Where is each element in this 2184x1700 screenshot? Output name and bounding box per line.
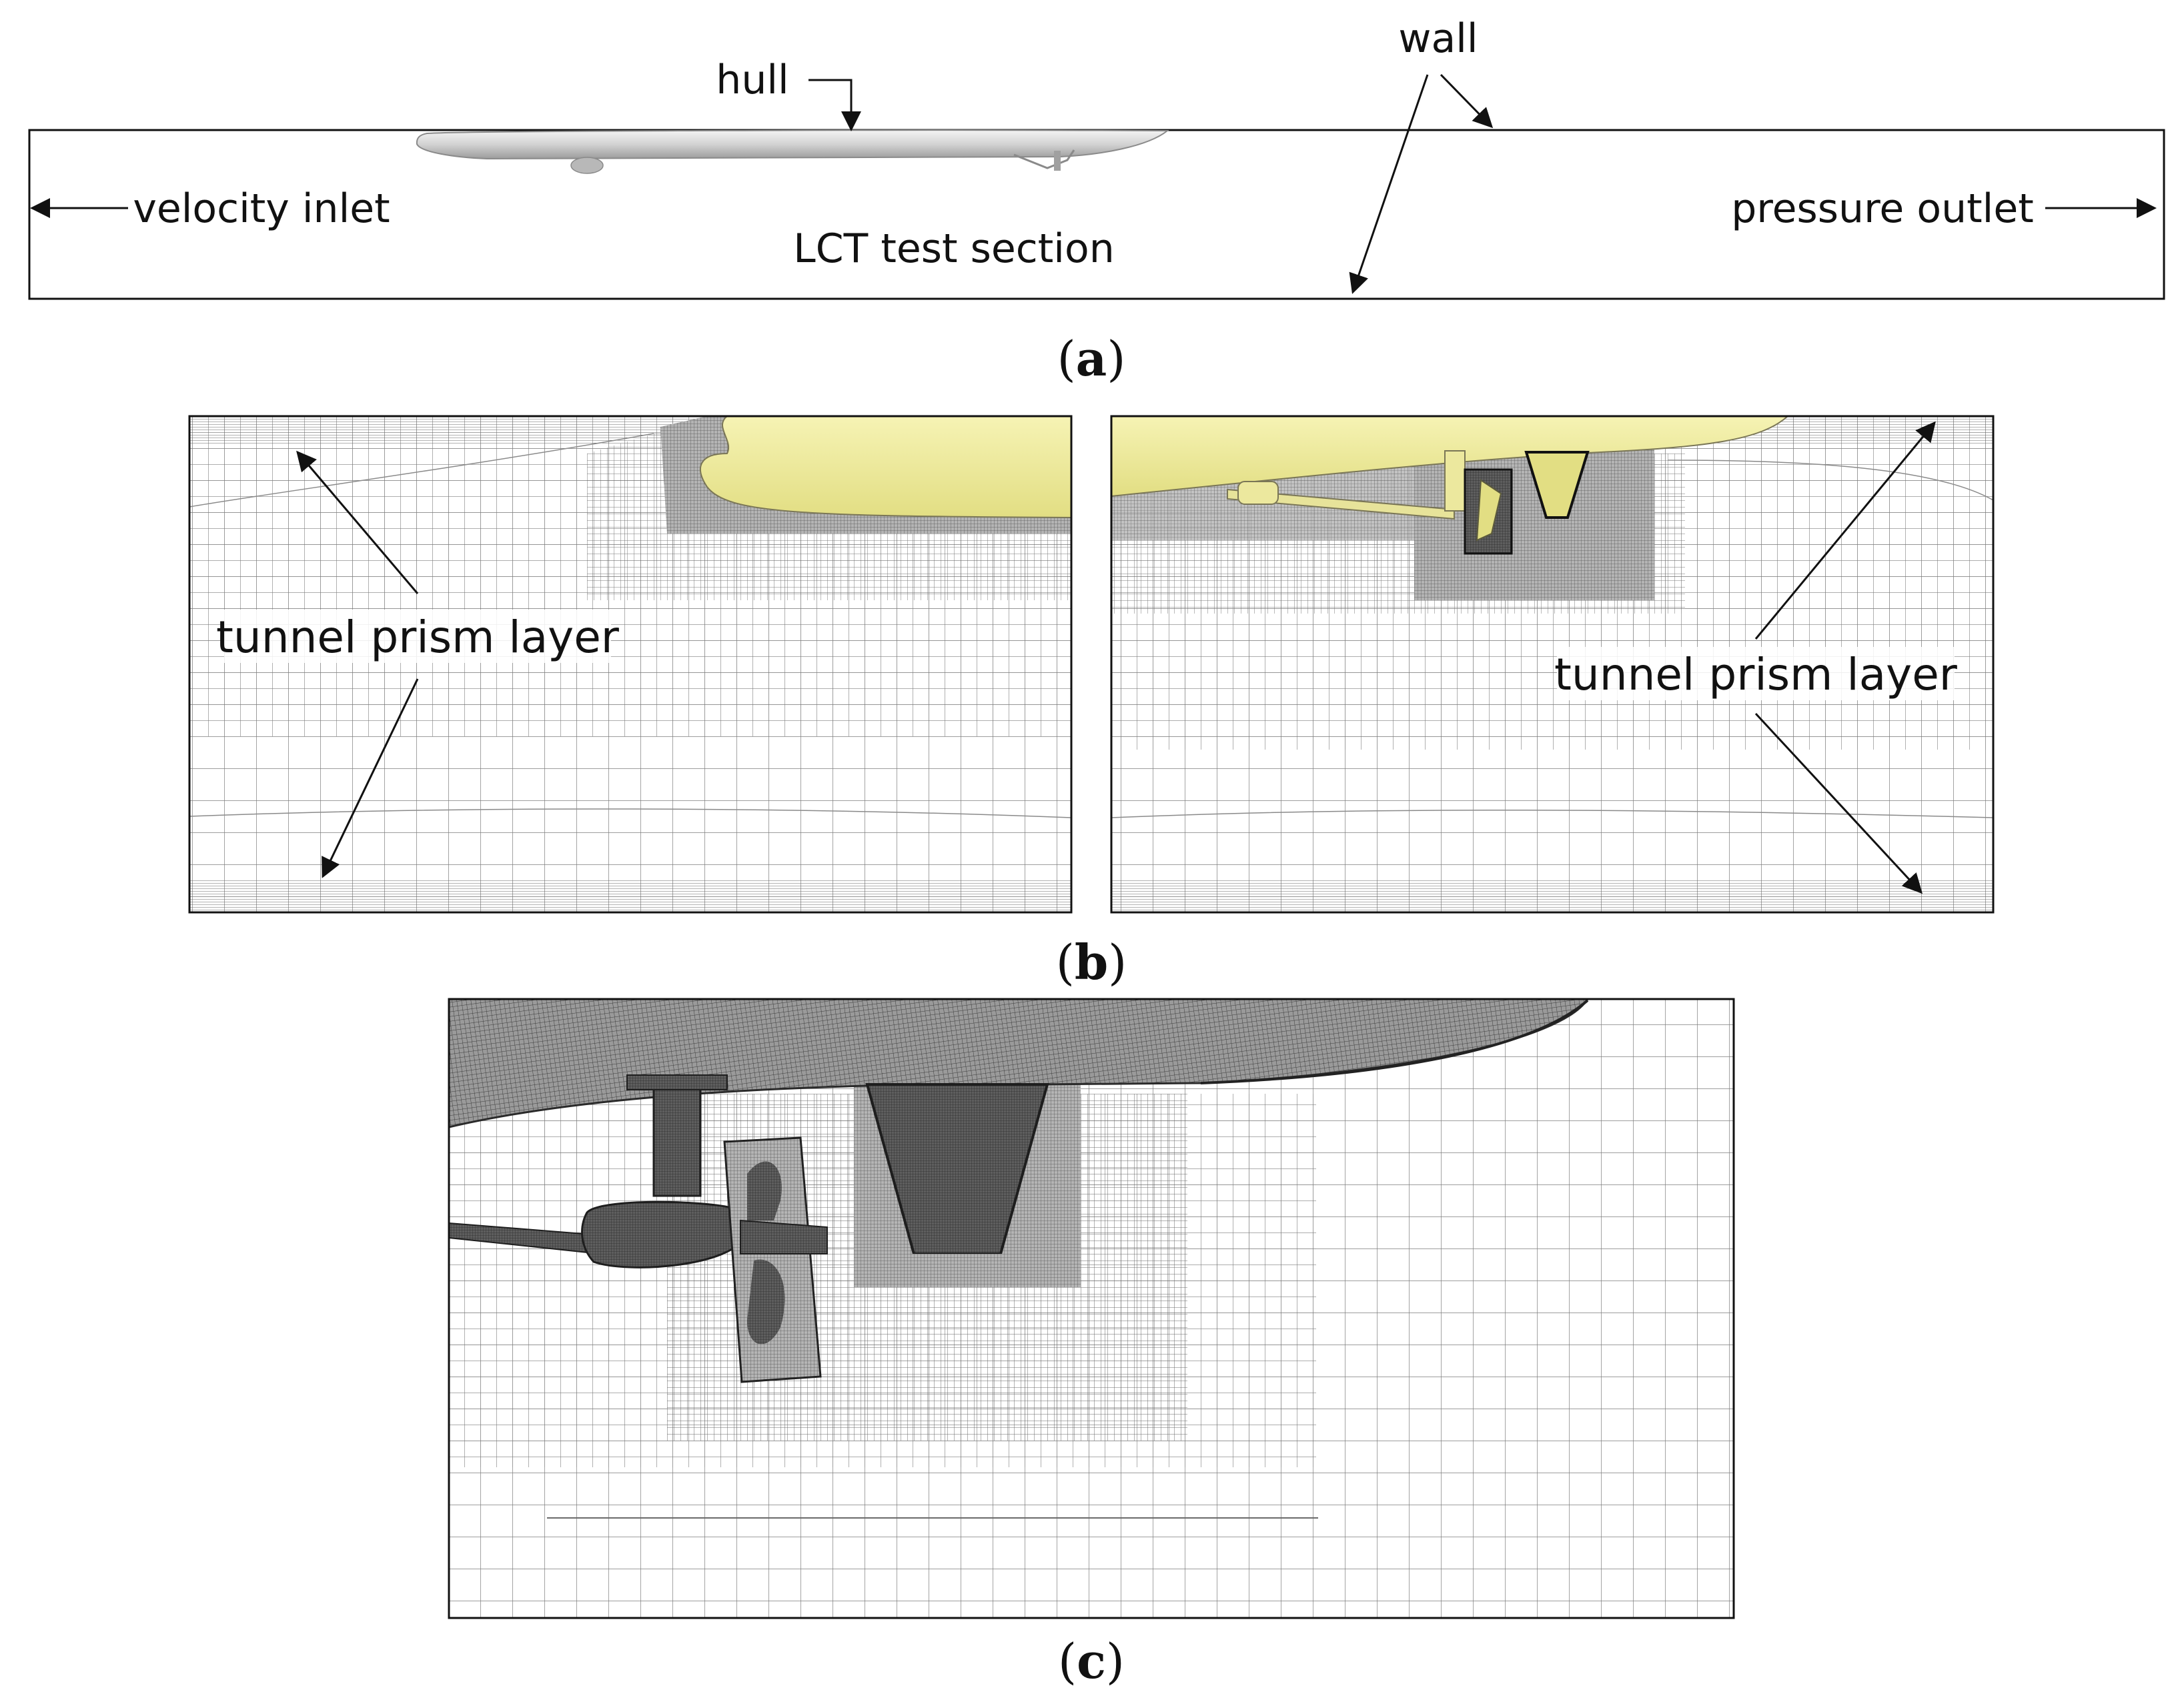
- panel-b-left: tunnel prism layer: [188, 415, 1073, 914]
- prism-arrow-up-right: [1754, 421, 1936, 640]
- prism-arrow-down-left: [322, 678, 419, 878]
- caption-b: (b): [1056, 934, 1127, 990]
- tunnel-domain-box: [28, 129, 2165, 300]
- rudder-shape: [1524, 451, 1590, 519]
- wall-label: wall: [1398, 15, 1478, 62]
- wall-arrow-bottom: [1349, 74, 1429, 294]
- shaft-hub: [581, 1200, 748, 1268]
- wall-arrow-top: [1440, 73, 1494, 129]
- hull-model: [416, 129, 1169, 174]
- panel-b-right: tunnel prism layer (b): [1056, 415, 1995, 990]
- pressure-outlet-label: pressure outlet: [1731, 185, 2034, 232]
- panel-c: (c): [448, 998, 1735, 1689]
- hull-label: hull: [716, 57, 788, 103]
- prism-arrow-down-right: [1754, 712, 1923, 894]
- caption-c: (c): [1058, 1633, 1125, 1689]
- caption-a: (a): [1057, 330, 1126, 387]
- prism-layer-label-left: tunnel prism layer: [216, 612, 620, 663]
- velocity-inlet-label: velocity inlet: [133, 185, 390, 232]
- prism-layer-label-right: tunnel prism layer: [1554, 649, 1958, 700]
- panel-c-frame: [448, 998, 1735, 1619]
- test-section-label: LCT test section: [793, 225, 1114, 272]
- prism-arrow-up-left: [296, 450, 419, 594]
- hull-arrow: [808, 79, 861, 131]
- panel-b-right-frame: [1110, 415, 1995, 914]
- bow-hull-shape: [700, 416, 1071, 519]
- panel-a: hull wall velocity inlet pressure outlet…: [28, 15, 2165, 387]
- panel-b-left-frame: [188, 415, 1073, 914]
